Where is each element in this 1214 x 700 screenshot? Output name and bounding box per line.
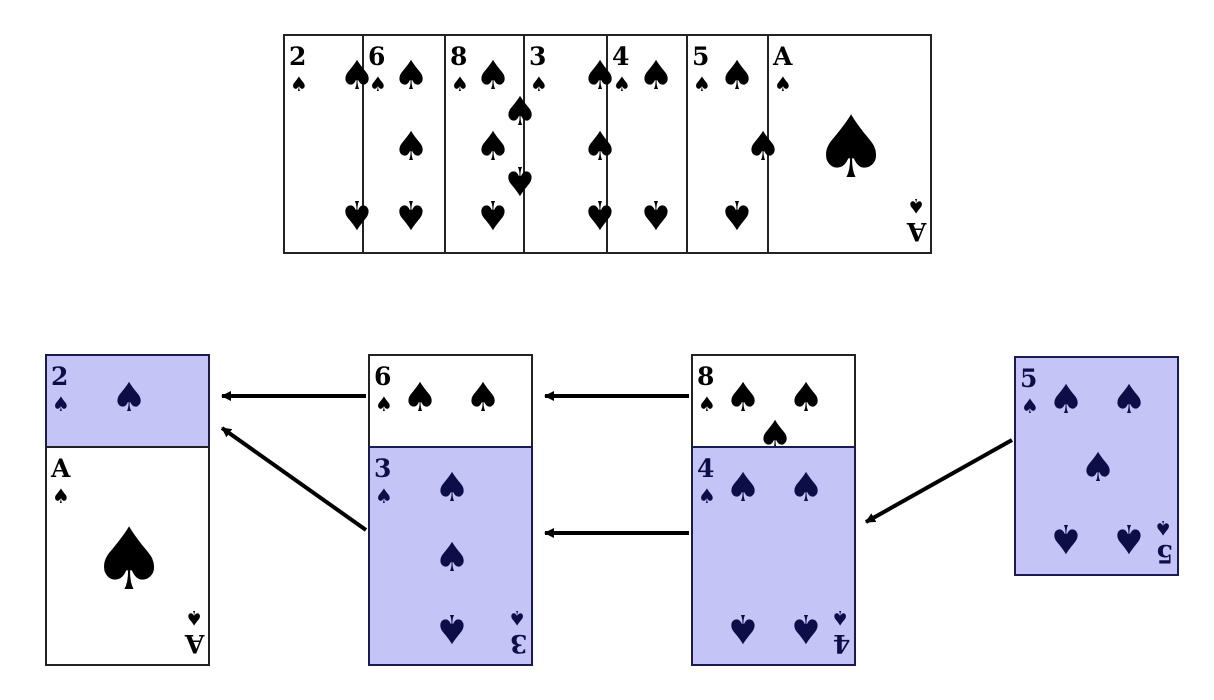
card-4-spades[interactable]: 4 ♠ ♠ ♠ ♠ ♠ ♠ 4 (691, 446, 856, 666)
spade-icon: ♠ (402, 375, 438, 421)
spade-icon: ♠ (582, 124, 618, 170)
card-rank: 4 (697, 454, 715, 483)
spade-icon: ♠ (393, 53, 429, 99)
spade-icon: ♠ (52, 484, 70, 508)
card-rank: 8 (450, 42, 468, 71)
spade-icon: ♠ (465, 375, 501, 421)
spade-icon: ♠ (1111, 377, 1147, 423)
card-rank: 4 (612, 42, 630, 71)
spade-icon: ♠ (774, 72, 792, 96)
card-rank: 5 (692, 42, 710, 71)
spade-icon: ♠ (788, 465, 824, 511)
spade-icon: ♠ (90, 510, 168, 610)
spade-icon: ♠ (52, 392, 70, 416)
spade-icon: ♠ (530, 72, 548, 96)
card-rank: 8 (697, 362, 715, 391)
spade-icon: ♠ (475, 53, 511, 99)
spade-icon: ♠ (375, 392, 393, 416)
card-ace-spades[interactable]: A ♠ ♠ ♠ A (767, 34, 932, 254)
spade-icon: ♠ (475, 124, 511, 170)
spade-icon: ♠ (613, 72, 631, 96)
spade-icon: ♠ (111, 375, 147, 421)
spade-icon: ♠ (745, 124, 781, 170)
spade-icon: ♠ (725, 375, 761, 421)
spade-icon: ♠ (290, 72, 308, 96)
spade-icon: ♠ (719, 53, 755, 99)
card-rank: 5 (1020, 364, 1038, 393)
card-rank: A (773, 42, 793, 71)
card-rank: 6 (374, 362, 392, 391)
card-rank: 2 (289, 42, 307, 71)
spade-icon: ♠ (812, 98, 890, 198)
spade-icon: ♠ (582, 53, 618, 99)
card-rank: 3 (529, 42, 547, 71)
card-5-spades[interactable]: 5 ♠ ♠ ♠ ♠ ♠ ♠ ♠ 5 (1014, 356, 1179, 576)
spade-icon: ♠ (451, 72, 469, 96)
spade-icon: ♠ (1080, 445, 1116, 491)
spade-icon: ♠ (638, 53, 674, 99)
spade-icon: ♠ (434, 465, 470, 511)
arrow-3-to-2 (220, 426, 368, 532)
spade-icon: ♠ (693, 72, 711, 96)
card-3-spades[interactable]: 3 ♠ ♠ ♠ ♠ ♠ 3 (368, 446, 533, 666)
card-rank: A (51, 454, 71, 483)
arrow-5-to-4 (865, 438, 1013, 524)
spade-icon: ♠ (725, 465, 761, 511)
spade-icon: ♠ (339, 53, 375, 99)
spade-icon: ♠ (393, 124, 429, 170)
spade-icon: ♠ (1048, 377, 1084, 423)
card-rank: 3 (374, 454, 392, 483)
card-rank: 6 (368, 42, 386, 71)
spade-icon: ♠ (698, 392, 716, 416)
spade-icon: ♠ (788, 375, 824, 421)
spade-icon: ♠ (369, 72, 387, 96)
spade-icon: ♠ (375, 484, 393, 508)
spade-icon: ♠ (502, 89, 538, 135)
spade-icon: ♠ (434, 535, 470, 581)
spade-icon: ♠ (1021, 394, 1039, 418)
spade-icon: ♠ (698, 484, 716, 508)
card-rank: 2 (51, 362, 69, 391)
card-ace-spades[interactable]: A ♠ ♠ ♠ A (45, 446, 210, 666)
